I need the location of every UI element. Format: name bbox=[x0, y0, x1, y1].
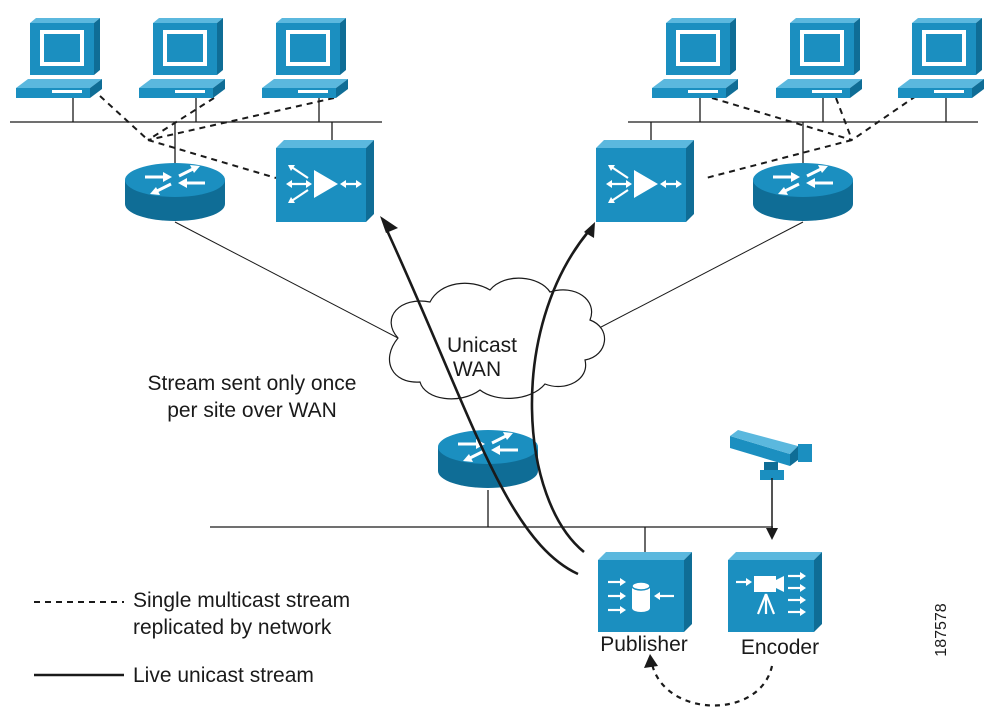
pc-icon bbox=[16, 18, 102, 98]
legend-solid-label: Live unicast stream bbox=[133, 664, 314, 687]
cloud-label-line2: WAN bbox=[453, 358, 501, 381]
cloud-label-line1: Unicast bbox=[447, 334, 517, 357]
router-icon bbox=[751, 161, 855, 223]
pc-icon bbox=[776, 18, 862, 98]
unicast-stream-right bbox=[530, 231, 590, 554]
unicast-stream-left bbox=[383, 225, 579, 576]
encoder-label: Encoder bbox=[741, 636, 819, 659]
cloud-icon bbox=[388, 277, 606, 400]
pc-icon bbox=[898, 18, 984, 98]
pc-icon bbox=[262, 18, 348, 98]
encoder-icon bbox=[728, 552, 822, 632]
arrowhead bbox=[644, 654, 658, 668]
content-engine-icon bbox=[274, 138, 376, 224]
pc-icon bbox=[652, 18, 738, 98]
encoder-to-publisher-stream bbox=[650, 663, 774, 707]
camera-icon bbox=[730, 430, 812, 480]
wan-note-line2: per site over WAN bbox=[167, 399, 337, 422]
publisher-icon bbox=[598, 552, 692, 632]
arrowhead bbox=[766, 528, 778, 540]
legend: Single multicast stream replicated by ne… bbox=[34, 589, 350, 687]
legend-dashed-line2: replicated by network bbox=[133, 616, 332, 639]
pc-icon bbox=[139, 18, 225, 98]
content-engine-icon bbox=[594, 138, 696, 224]
arrowhead bbox=[380, 216, 398, 233]
legend-dashed-line1: Single multicast stream bbox=[133, 589, 350, 612]
publisher-label: Publisher bbox=[600, 633, 688, 656]
arrowhead bbox=[584, 222, 595, 238]
figure-id: 187578 bbox=[933, 603, 950, 656]
wan-note-line1: Stream sent only once bbox=[148, 372, 357, 395]
router-icon bbox=[123, 161, 227, 223]
